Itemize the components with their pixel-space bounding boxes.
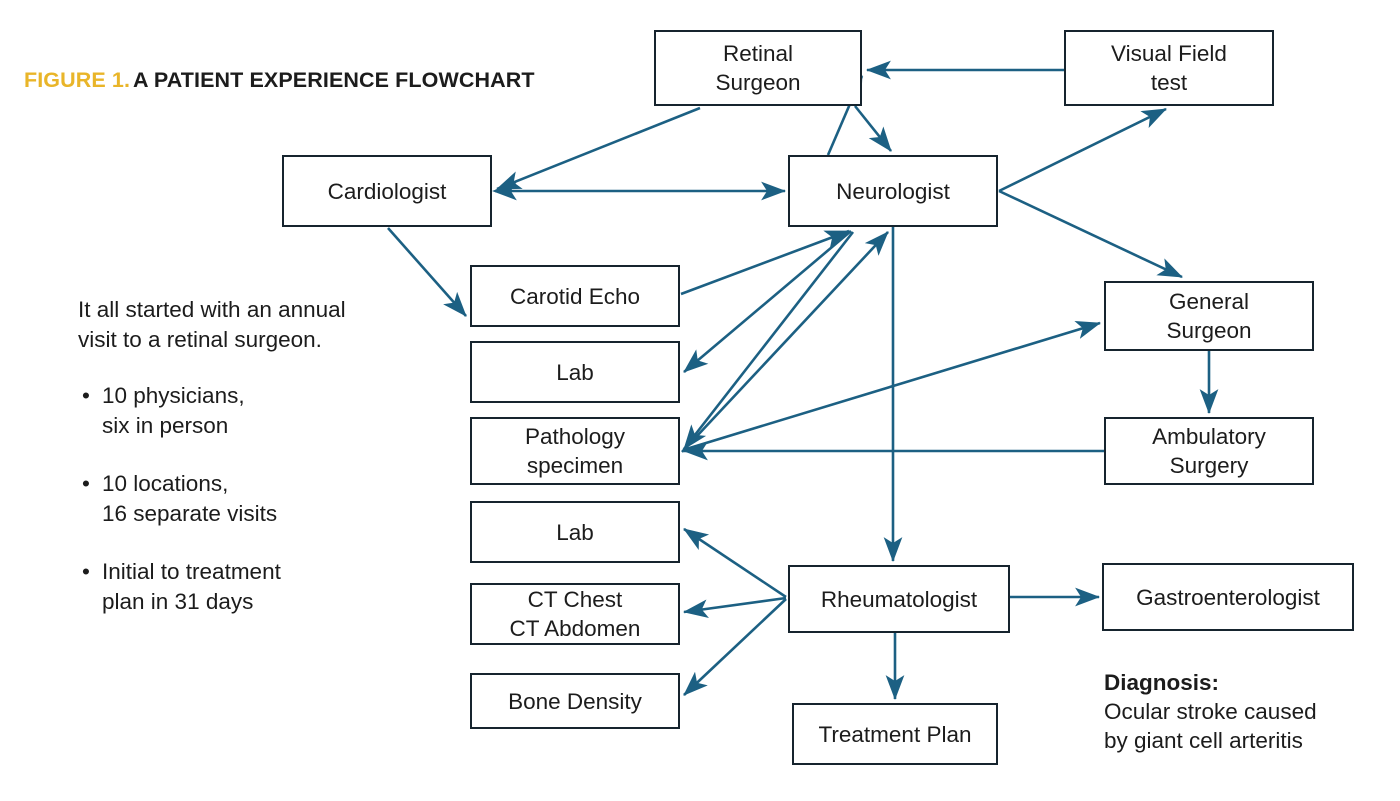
list-item: • 10 locations, 16 separate visits [78, 469, 378, 529]
node-ct-chest-abdomen[interactable]: CT Chest CT Abdomen [470, 583, 680, 645]
node-carotid-echo-label: Carotid Echo [509, 283, 641, 309]
bullet-3-line2: plan in 31 days [102, 589, 254, 614]
edge-retinal-surgeon-to-neurologist [853, 105, 893, 152]
list-item: • Initial to treatment plan in 31 days [78, 557, 378, 617]
edge-neurologist-to-visual-field [998, 107, 1167, 193]
node-bone-density[interactable]: Bone Density [470, 673, 680, 729]
edge-cardiologist-to-carotid-echo [387, 227, 467, 317]
node-cardiologist[interactable]: Cardiologist [282, 155, 492, 227]
node-ambulatory-surgery-line2: Surgery [1169, 453, 1249, 478]
edge-carotid-echo-to-neurologist [680, 229, 850, 296]
edge-neurologist-to-general-surgeon [998, 189, 1183, 279]
page-title: FIGURE 1.A PATIENT EXPERIENCE FLOWCHART [24, 68, 535, 93]
node-general-surgeon-line2: Surgeon [1166, 318, 1252, 343]
node-rheumatologist[interactable]: Rheumatologist [788, 565, 1010, 633]
node-retinal-surgeon[interactable]: Retinal Surgeon [654, 30, 862, 106]
figure-label: FIGURE 1. [24, 68, 131, 92]
bullet-2-line1: 10 locations, [102, 471, 229, 496]
node-gastroenterologist-label: Gastroenterologist [1136, 584, 1320, 610]
node-visual-field-test-line1: Visual Field [1111, 41, 1227, 66]
node-retinal-surgeon-line1: Retinal [722, 41, 794, 66]
diagnosis-heading: Diagnosis: [1104, 670, 1220, 695]
bullet-dot-icon: • [82, 383, 90, 408]
node-lab-upper-label: Lab [556, 359, 594, 385]
edge-rheumatologist-to-lab-lower [683, 527, 787, 599]
node-treatment-plan-label: Treatment Plan [818, 721, 972, 747]
narrative-lede: It all started with an annual visit to a… [78, 297, 346, 352]
node-pathology-specimen-line2: specimen [526, 453, 624, 478]
bullet-dot-icon: • [82, 559, 90, 584]
node-neurologist[interactable]: Neurologist [788, 155, 998, 227]
node-pathology-specimen-line1: Pathology [524, 424, 626, 449]
diagnosis-line1: Ocular stroke caused [1104, 699, 1317, 724]
node-lab-upper[interactable]: Lab [470, 341, 680, 403]
node-cardiologist-label: Cardiologist [327, 178, 447, 204]
node-ambulatory-surgery[interactable]: Ambulatory Surgery [1104, 417, 1314, 485]
node-ct-chest-abdomen-line1: CT Chest [527, 587, 623, 612]
node-retinal-surgeon-line2: Surgeon [715, 70, 801, 95]
edge-neurologist-to-lab-upper [683, 230, 852, 373]
narrative-block: It all started with an annual visit to a… [78, 295, 378, 617]
node-general-surgeon-line1: General [1168, 289, 1250, 314]
diagnosis-line2: by giant cell arteritis [1104, 728, 1303, 753]
node-lab-lower-label: Lab [556, 519, 594, 545]
node-lab-lower[interactable]: Lab [470, 501, 680, 563]
narrative-bullet-list: • 10 physicians, six in person • 10 loca… [78, 381, 378, 617]
edge-neurologist-to-pathology [682, 231, 855, 450]
bullet-dot-icon: • [82, 471, 90, 496]
node-bone-density-label: Bone Density [508, 688, 642, 714]
node-general-surgeon[interactable]: General Surgeon [1104, 281, 1314, 351]
edge-rheumatologist-to-ct [682, 596, 787, 619]
node-visual-field-test[interactable]: Visual Field test [1064, 30, 1274, 106]
bullet-1-line1: 10 physicians, [102, 383, 245, 408]
node-pathology-specimen[interactable]: Pathology specimen [470, 417, 680, 485]
bullet-1-line2: six in person [102, 413, 229, 438]
diagnosis-block: Diagnosis: Ocular stroke caused by giant… [1104, 668, 1394, 755]
edge-rheumatologist-to-bone-density [683, 598, 787, 696]
list-item: • 10 physicians, six in person [78, 381, 378, 441]
node-ct-chest-abdomen-line2: CT Abdomen [509, 616, 641, 641]
node-rheumatologist-label: Rheumatologist [820, 586, 978, 612]
bullet-2-line2: 16 separate visits [102, 501, 278, 526]
node-carotid-echo[interactable]: Carotid Echo [470, 265, 680, 327]
node-ambulatory-surgery-line1: Ambulatory [1152, 424, 1266, 449]
node-gastroenterologist[interactable]: Gastroenterologist [1102, 563, 1354, 631]
edge-pathology-to-general-surgeon [682, 321, 1101, 452]
figure-title-text: A PATIENT EXPERIENCE FLOWCHART [133, 68, 535, 92]
edge-pathology-to-neurologist [681, 231, 889, 453]
node-visual-field-test-line2: test [1150, 70, 1188, 95]
node-neurologist-label: Neurologist [836, 178, 950, 204]
edge-retinal-surgeon-to-cardiologist [496, 106, 701, 191]
bullet-3-line1: Initial to treatment [102, 559, 281, 584]
node-treatment-plan[interactable]: Treatment Plan [792, 703, 998, 765]
